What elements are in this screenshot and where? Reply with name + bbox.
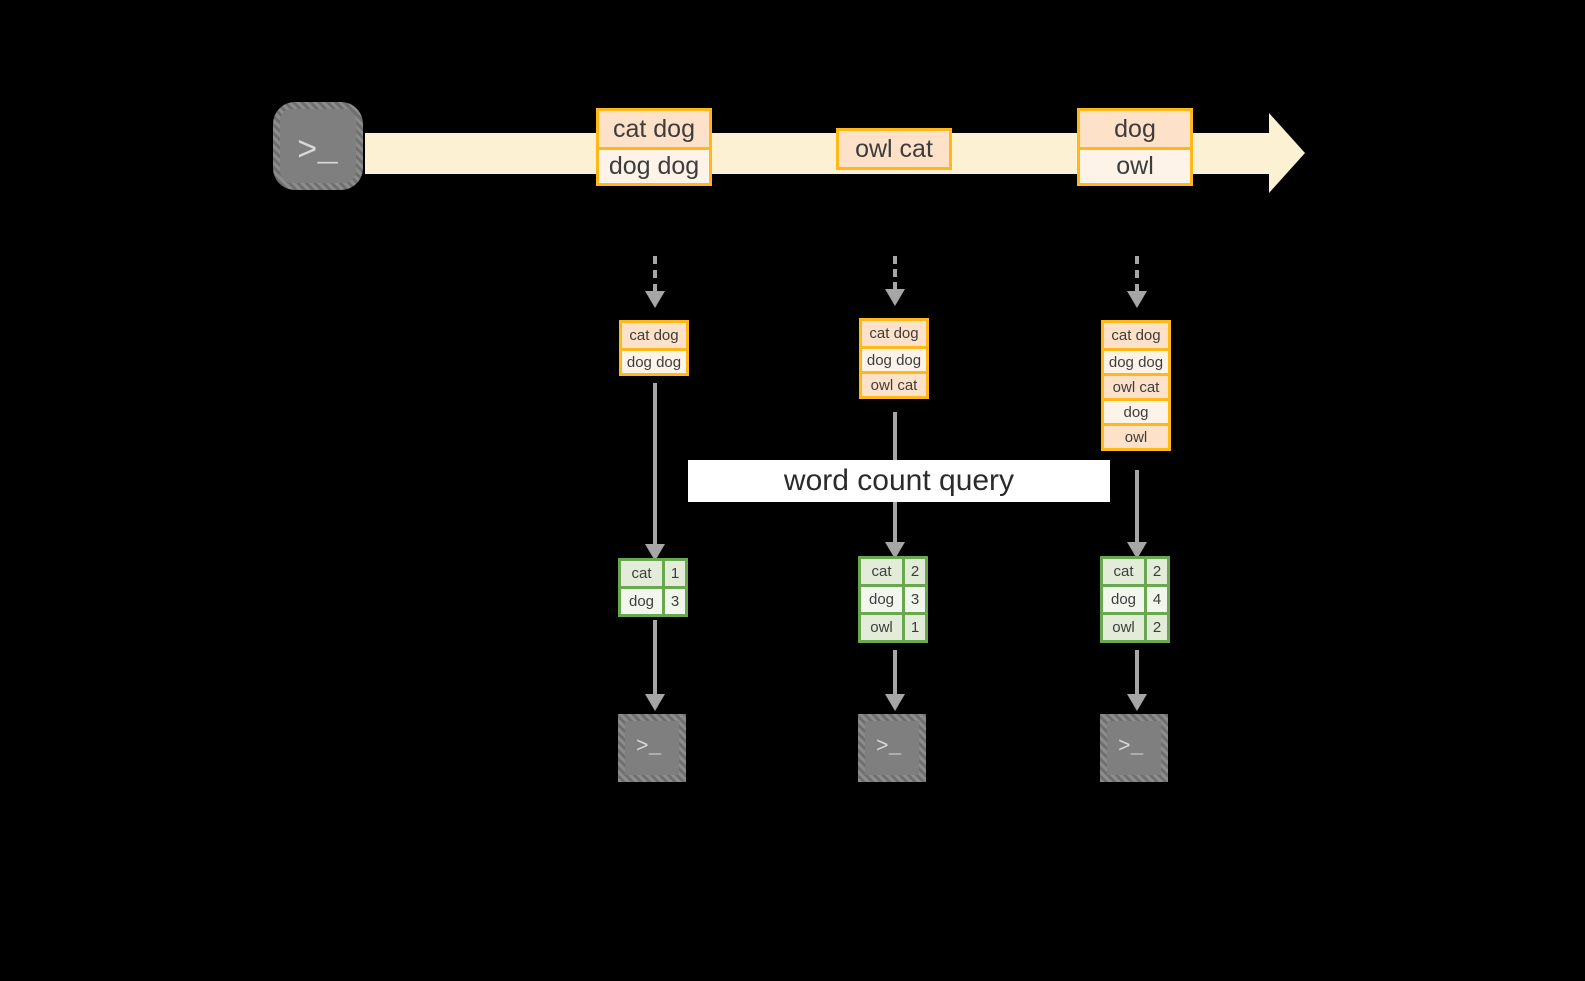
terminal-prompt-glyph: >_ bbox=[1118, 736, 1144, 759]
stream-arrowhead-icon bbox=[1269, 113, 1305, 193]
terminal-face bbox=[625, 721, 679, 775]
result-count: 2 bbox=[1144, 559, 1167, 584]
result-table-2[interactable]: cat 2 dog 3 owl 1 bbox=[858, 556, 928, 643]
state-line: owl cat bbox=[862, 371, 926, 396]
sink-terminal-icon-2[interactable]: >_ bbox=[858, 714, 926, 782]
result-table-3[interactable]: cat 2 dog 4 owl 2 bbox=[1100, 556, 1170, 643]
stream-message-1[interactable]: cat dog dog dog bbox=[596, 108, 712, 186]
result-word: cat bbox=[621, 561, 662, 586]
terminal-face bbox=[865, 721, 919, 775]
terminal-prompt-glyph: >_ bbox=[876, 736, 902, 759]
table-row: cat 2 bbox=[861, 559, 925, 584]
state-line: cat dog bbox=[1104, 323, 1168, 348]
accumulated-state-2[interactable]: cat dog dog dog owl cat bbox=[859, 318, 929, 399]
state-line: dog dog bbox=[1104, 348, 1168, 373]
result-count: 2 bbox=[902, 559, 925, 584]
stream-message-3[interactable]: dog owl bbox=[1077, 108, 1193, 186]
table-row: dog 3 bbox=[861, 584, 925, 612]
connector-arrowhead bbox=[1127, 542, 1147, 559]
state-line: cat dog bbox=[622, 323, 686, 348]
stream-message-2[interactable]: owl cat bbox=[836, 128, 952, 170]
result-count: 1 bbox=[902, 615, 925, 640]
table-row: dog 3 bbox=[621, 586, 685, 614]
record-line: owl cat bbox=[839, 131, 949, 167]
result-count: 3 bbox=[662, 589, 685, 614]
result-word: cat bbox=[861, 559, 902, 584]
state-line: dog bbox=[1104, 398, 1168, 423]
record-line: dog dog bbox=[599, 147, 709, 183]
record-line: cat dog bbox=[599, 111, 709, 147]
connector-arrowhead bbox=[645, 694, 665, 711]
result-count: 4 bbox=[1144, 587, 1167, 612]
state-to-result-connector-3 bbox=[1135, 470, 1139, 550]
source-terminal-icon[interactable]: >_ bbox=[273, 102, 363, 190]
connector-arrowhead bbox=[1127, 694, 1147, 711]
connector-arrowhead bbox=[1127, 291, 1147, 308]
result-word: owl bbox=[861, 615, 902, 640]
query-banner-label: word count query bbox=[783, 464, 1015, 497]
result-word: cat bbox=[1103, 559, 1144, 584]
table-row: owl 2 bbox=[1103, 612, 1167, 640]
result-to-sink-connector-3 bbox=[1135, 650, 1139, 698]
result-count: 2 bbox=[1144, 615, 1167, 640]
result-word: dog bbox=[861, 587, 902, 612]
connector-arrowhead bbox=[645, 291, 665, 308]
result-count: 3 bbox=[902, 587, 925, 612]
accumulated-state-1[interactable]: cat dog dog dog bbox=[619, 320, 689, 376]
state-line: owl cat bbox=[1104, 373, 1168, 398]
terminal-face bbox=[1107, 721, 1161, 775]
stream-to-state-connector-1 bbox=[653, 256, 657, 292]
record-line: dog bbox=[1080, 111, 1190, 147]
sink-terminal-icon-1[interactable]: >_ bbox=[618, 714, 686, 782]
state-line: owl bbox=[1104, 423, 1168, 448]
result-word: dog bbox=[1103, 587, 1144, 612]
connector-arrowhead bbox=[885, 694, 905, 711]
state-line: dog dog bbox=[862, 346, 926, 371]
state-to-result-connector-1 bbox=[653, 383, 657, 551]
table-row: cat 2 bbox=[1103, 559, 1167, 584]
result-word: owl bbox=[1103, 615, 1144, 640]
accumulated-state-3[interactable]: cat dog dog dog owl cat dog owl bbox=[1101, 320, 1171, 451]
terminal-face bbox=[280, 109, 356, 183]
stream-to-state-connector-3 bbox=[1135, 256, 1139, 292]
stream-to-state-connector-2 bbox=[893, 256, 897, 290]
result-to-sink-connector-2 bbox=[893, 650, 897, 698]
terminal-prompt-glyph: >_ bbox=[636, 736, 662, 759]
state-line: dog dog bbox=[622, 348, 686, 373]
record-line: owl bbox=[1080, 147, 1190, 183]
result-count: 1 bbox=[662, 561, 685, 586]
terminal-prompt-glyph: >_ bbox=[297, 133, 338, 171]
sink-terminal-icon-3[interactable]: >_ bbox=[1100, 714, 1168, 782]
result-to-sink-connector-1 bbox=[653, 620, 657, 698]
result-table-1[interactable]: cat 1 dog 3 bbox=[618, 558, 688, 617]
state-line: cat dog bbox=[862, 321, 926, 346]
table-row: dog 4 bbox=[1103, 584, 1167, 612]
connector-arrowhead bbox=[885, 542, 905, 559]
table-row: owl 1 bbox=[861, 612, 925, 640]
result-word: dog bbox=[621, 589, 662, 614]
connector-arrowhead bbox=[645, 544, 665, 561]
query-banner: word count query bbox=[688, 460, 1110, 502]
connector-arrowhead bbox=[885, 289, 905, 306]
table-row: cat 1 bbox=[621, 561, 685, 586]
